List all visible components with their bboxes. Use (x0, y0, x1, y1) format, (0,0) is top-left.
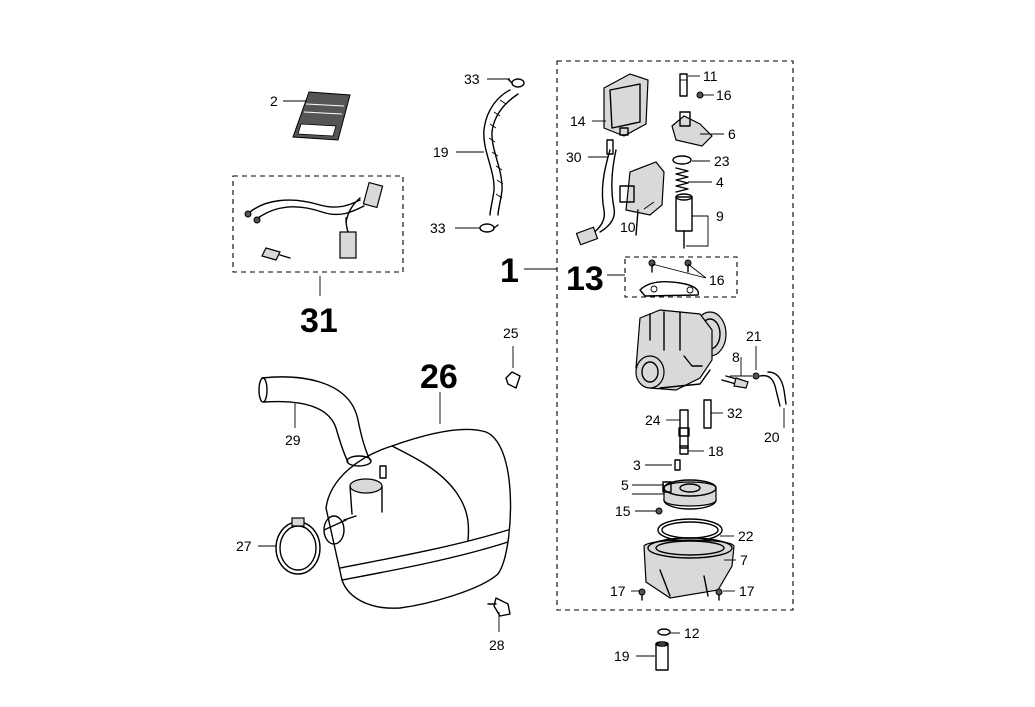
callout-31[interactable]: 31 (300, 302, 338, 340)
part-26-air-filter-box[interactable] (323, 428, 512, 609)
callout-6[interactable]: 6 (728, 126, 736, 142)
wiring-kit-group-box (232, 175, 404, 273)
callout-16-kit[interactable]: 16 (709, 272, 725, 288)
callout-12[interactable]: 12 (684, 625, 700, 641)
callout-17-right[interactable]: 17 (739, 583, 755, 599)
carburetor-group-box (556, 60, 794, 611)
part-23-o-ring[interactable] (672, 155, 692, 165)
callout-9[interactable]: 9 (716, 208, 724, 224)
part-13-fixing-plate[interactable] (639, 281, 700, 297)
callout-21[interactable]: 21 (746, 328, 762, 344)
part-12-clip[interactable] (657, 628, 671, 636)
callout-14[interactable]: 14 (570, 113, 586, 129)
part-2-label-sheet[interactable] (292, 91, 351, 141)
part-9-slide-needle[interactable] (675, 193, 693, 249)
part-3-pin[interactable] (674, 459, 681, 471)
callout-30[interactable]: 30 (566, 149, 582, 165)
part-17-screw-left[interactable] (638, 588, 646, 601)
part-24-jet-tube[interactable] (678, 409, 690, 449)
callout-4[interactable]: 4 (716, 174, 724, 190)
callout-23[interactable]: 23 (714, 153, 730, 169)
callout-11[interactable]: 11 (703, 68, 718, 84)
part-6-carb-cap[interactable] (671, 111, 713, 147)
callout-18[interactable]: 18 (708, 443, 724, 459)
part-10-starter-valve[interactable] (619, 161, 665, 236)
part-16-screw-kit-left[interactable] (648, 259, 656, 273)
part-30-choke-lead[interactable] (575, 139, 617, 246)
callout-20[interactable]: 20 (764, 429, 780, 445)
part-28-drain-plug[interactable] (487, 597, 511, 617)
carburetor-body[interactable] (635, 309, 727, 391)
callout-19-tube[interactable]: 19 (614, 648, 630, 664)
part-33-clip-bottom[interactable] (479, 223, 499, 233)
callout-1[interactable]: 1 (500, 252, 519, 290)
callout-13[interactable]: 13 (566, 260, 604, 298)
part-7-float-bowl[interactable] (643, 537, 735, 599)
callout-29[interactable]: 29 (285, 432, 301, 448)
part-31-wiring-harness[interactable] (244, 181, 384, 261)
part-21-fitting[interactable] (752, 372, 760, 380)
part-15-float-valve[interactable] (655, 507, 663, 515)
callout-5[interactable]: 5 (621, 477, 629, 493)
part-16-screw-kit-right[interactable] (684, 259, 692, 273)
part-32-needle-jet[interactable] (703, 399, 712, 429)
callout-32[interactable]: 32 (727, 405, 743, 421)
callout-27[interactable]: 27 (236, 538, 252, 554)
part-11-idle-screw[interactable] (679, 73, 688, 97)
callout-19-pipe[interactable]: 19 (433, 144, 449, 160)
callout-26[interactable]: 26 (420, 358, 458, 396)
callout-17-left[interactable]: 17 (610, 583, 626, 599)
callout-33-bottom[interactable]: 33 (430, 220, 446, 236)
part-29-inlet-duct[interactable] (258, 376, 372, 467)
callout-33-top[interactable]: 33 (464, 71, 480, 87)
part-19-fuel-pipe[interactable] (483, 89, 519, 216)
callout-2[interactable]: 2 (270, 93, 278, 109)
callout-7[interactable]: 7 (740, 552, 748, 568)
part-20-vent-hose[interactable] (759, 371, 787, 407)
fixing-kit-group-box (624, 256, 738, 298)
part-27-hose-clamp[interactable] (275, 517, 321, 575)
part-14-auto-choke-cover[interactable] (603, 73, 649, 137)
part-18-main-jet[interactable] (679, 445, 689, 455)
part-17-screw-right[interactable] (715, 588, 723, 601)
part-19-drain-tube[interactable] (655, 641, 669, 671)
callout-8[interactable]: 8 (732, 349, 740, 365)
callout-24[interactable]: 24 (645, 412, 661, 428)
part-25-clip[interactable] (505, 371, 521, 389)
callout-10[interactable]: 10 (620, 219, 636, 235)
callout-25[interactable]: 25 (503, 325, 519, 341)
callout-3[interactable]: 3 (633, 457, 641, 473)
callout-16-top[interactable]: 16 (716, 87, 732, 103)
part-5-float[interactable] (662, 479, 717, 510)
callout-22[interactable]: 22 (738, 528, 754, 544)
callout-28[interactable]: 28 (489, 637, 505, 653)
part-4-spring[interactable] (675, 167, 689, 193)
part-8-mixture-screw[interactable] (721, 375, 749, 389)
leader-lines (258, 75, 785, 657)
callout-15[interactable]: 15 (615, 503, 631, 519)
part-33-clip-top[interactable] (507, 78, 525, 88)
